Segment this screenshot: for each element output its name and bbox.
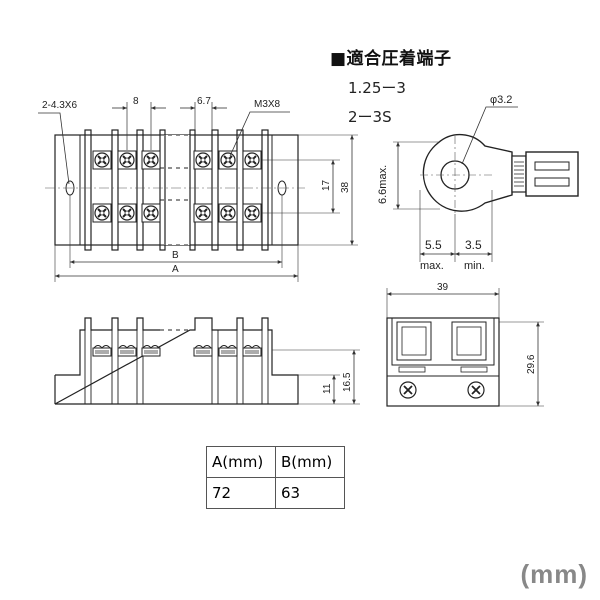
dim-55-label: 5.5 [425, 238, 442, 252]
crimp-terminal-drawing: φ3.2 6.6max. 5.5 max. 3.5 min. [377, 94, 579, 272]
hole-dia-label: φ3.2 [490, 94, 512, 106]
dimension-table: A(mm) B(mm) 72 63 [206, 446, 345, 509]
unit-label: (mm) [520, 559, 588, 589]
column-header-b: B(mm) [275, 446, 345, 478]
dim-38-label: 38 [340, 181, 351, 193]
dim-b-label: B [172, 250, 179, 261]
dim-35-note: min. [464, 260, 485, 272]
spec-heading: ■適合圧着端子 [330, 49, 452, 69]
mount-hole-label: 2-4.3X6 [42, 100, 77, 111]
screw-label: M3X8 [254, 99, 281, 110]
column-header-a: A(mm) [206, 446, 276, 478]
dim-35-label: 3.5 [465, 238, 482, 252]
dim-17-label: 17 [321, 179, 332, 191]
end-view: 39 29.6 [386, 282, 544, 407]
value-a: 72 [206, 477, 276, 509]
dim-a-label: A [172, 264, 179, 275]
table-row: 72 63 [206, 477, 345, 509]
dim-296-label: 29.6 [526, 354, 537, 374]
dim-39-label: 39 [437, 282, 449, 293]
terminal-spec-2: 2ー3S [348, 108, 392, 126]
value-b: 63 [275, 477, 345, 509]
dim-165-label: 16.5 [342, 372, 353, 392]
terminal-spec-block: ■適合圧着端子 1.25ー3 2ー3S [330, 44, 452, 127]
dim-55-note: max. [420, 260, 444, 272]
lug-height-label: 6.6max. [377, 165, 389, 204]
dim-11-label: 11 [322, 383, 333, 394]
side-view: 11 16.5 [54, 317, 360, 405]
table-header-row: A(mm) B(mm) [206, 446, 345, 478]
terminal-spec-1: 1.25ー3 [348, 79, 406, 97]
top-view: 2-4.3X6 8 6.7 M3X8 17 38 B [38, 96, 358, 282]
width-67-label: 6.7 [197, 96, 211, 107]
pitch-label: 8 [133, 96, 139, 107]
